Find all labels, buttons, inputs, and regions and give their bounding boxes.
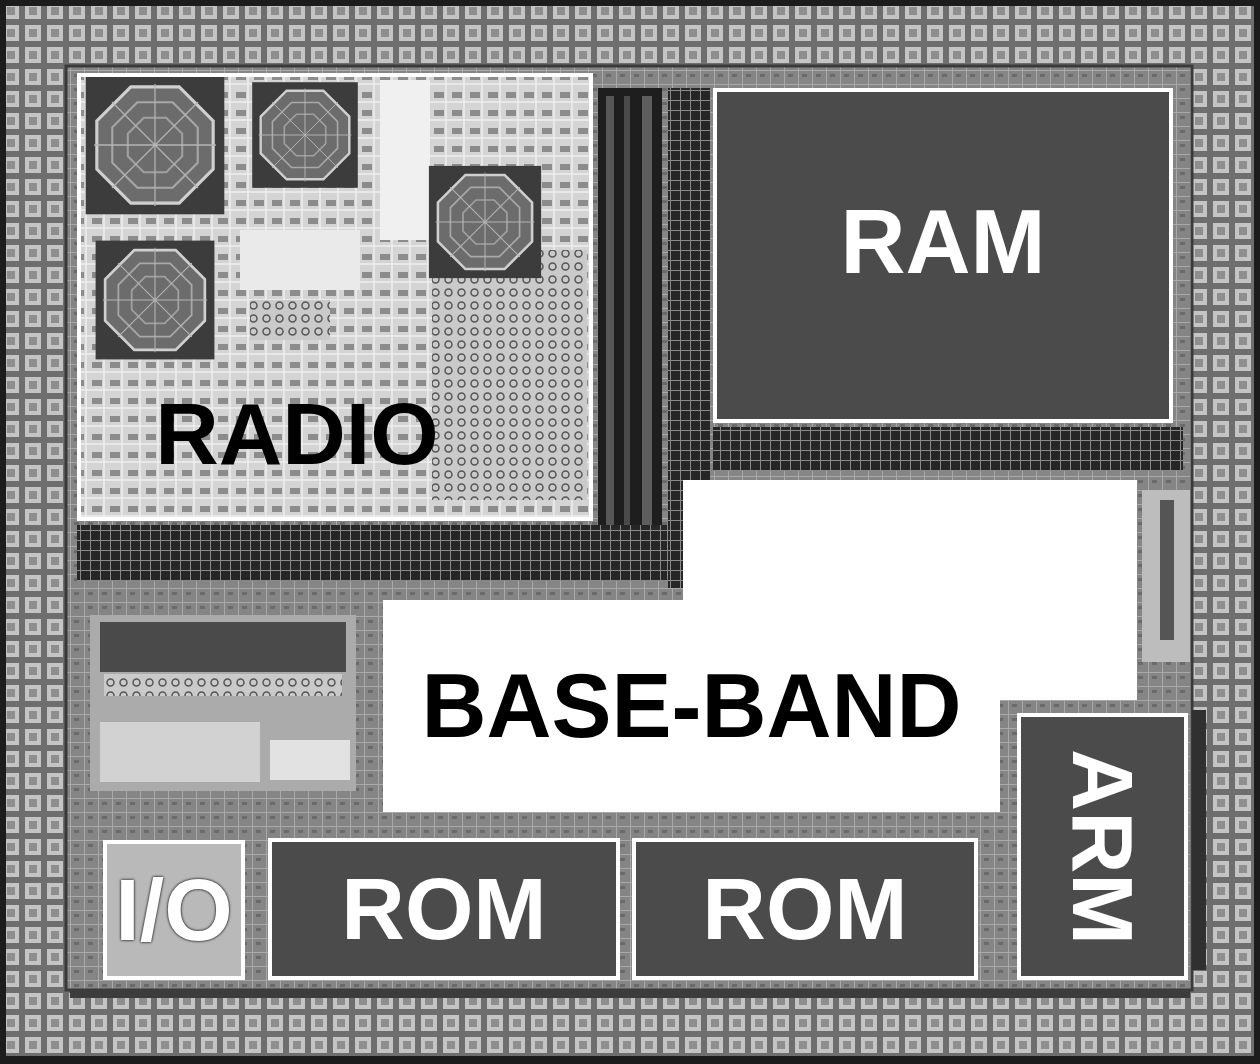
- routing-wire: [1192, 710, 1206, 970]
- label-area: RAM: [717, 92, 1169, 392]
- chip-block: RADIO: [77, 73, 593, 521]
- routing-wire: [606, 96, 614, 572]
- label-area: ROM: [636, 842, 974, 976]
- routing-wire: [70, 990, 1190, 998]
- radio-circuit: [80, 76, 590, 518]
- inductor-symbol: [86, 76, 225, 215]
- side-block: [1142, 490, 1190, 662]
- block-label: BASE-BAND: [422, 661, 962, 751]
- inductor-symbol: [96, 241, 215, 360]
- die-core: [66, 66, 1192, 990]
- analog-block: [90, 615, 356, 791]
- pad-ring: [6, 6, 1254, 1056]
- chip-block: ROM: [268, 838, 620, 980]
- routing-band: [713, 427, 1183, 471]
- chip-block: ROM: [632, 838, 978, 980]
- analog-block: [100, 622, 346, 672]
- label-area: ROM: [272, 842, 616, 976]
- side-block: [1160, 500, 1174, 640]
- inductor-symbol: [252, 82, 358, 188]
- radio-device: [250, 300, 330, 340]
- label-area: BASE-BAND: [383, 600, 1000, 812]
- routing-strip: [598, 88, 662, 580]
- label-area: RADIO: [121, 387, 473, 481]
- routing-wire: [624, 96, 630, 572]
- routing-band: [77, 525, 667, 581]
- label-area: I/O: [107, 844, 241, 976]
- chip-block: ARM: [1017, 713, 1188, 980]
- inductor-symbol: [429, 166, 541, 278]
- radio-device: [380, 80, 430, 240]
- core-edge: [66, 66, 1192, 990]
- routing-wire: [642, 96, 652, 572]
- block-label: I/O: [115, 866, 232, 954]
- block-label: RAM: [841, 197, 1046, 287]
- block-label: ROM: [702, 865, 907, 953]
- block-label: ROM: [341, 865, 546, 953]
- radio-cell-array: [432, 250, 587, 500]
- label-area: ARM: [1021, 717, 1184, 976]
- analog-block: [100, 722, 260, 782]
- block-label: RADIO: [155, 390, 439, 478]
- analog-block: [104, 674, 342, 696]
- chip-block: I/O: [103, 840, 245, 980]
- chip-block: RAM: [713, 88, 1173, 423]
- block-label: ARM: [1060, 749, 1146, 945]
- radio-device: [240, 230, 360, 290]
- analog-block: [270, 740, 350, 780]
